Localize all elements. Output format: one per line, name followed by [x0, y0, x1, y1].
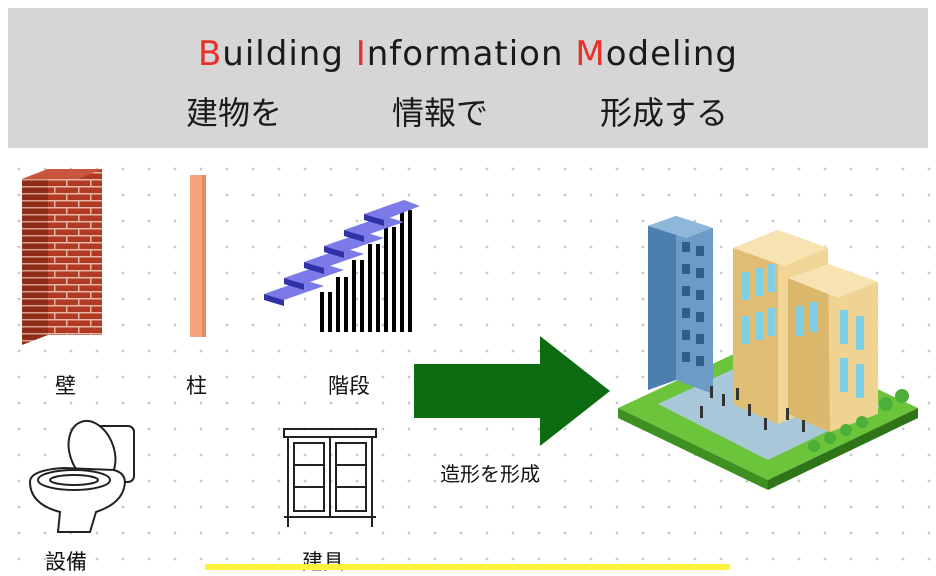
title-letter-i: I [355, 34, 367, 74]
highlight-bar [205, 564, 730, 570]
title-letter-m: M [575, 34, 606, 74]
title-word-building: uilding [222, 34, 356, 74]
title-word-information: nformation [366, 34, 576, 74]
label-wall: 壁 [55, 374, 76, 398]
cabinet-icon [280, 425, 380, 534]
label-column: 柱 [186, 374, 207, 398]
title-word-modeling: odeling [605, 34, 739, 74]
brick-wall-icon [18, 165, 104, 349]
toilet-icon [24, 412, 144, 541]
title-jp-part2: 情報で [392, 94, 489, 132]
title-banner: Building Information Modeling 建物を 情報で 形成… [8, 8, 928, 148]
title-english: Building Information Modeling [8, 34, 928, 74]
label-equipment: 設備 [45, 550, 87, 574]
arrow-label: 造形を形成 [440, 462, 540, 486]
title-letter-b: B [197, 34, 223, 74]
column-icon [188, 175, 208, 341]
right-arrow-icon [414, 336, 610, 450]
stairs-icon [262, 192, 422, 341]
label-fittings: 建具 [302, 550, 344, 574]
title-jp-part1: 建物を [186, 94, 283, 132]
label-stairs: 階段 [328, 374, 370, 398]
building-complex-image [618, 208, 918, 502]
title-jp-part3: 形成する [600, 94, 729, 132]
